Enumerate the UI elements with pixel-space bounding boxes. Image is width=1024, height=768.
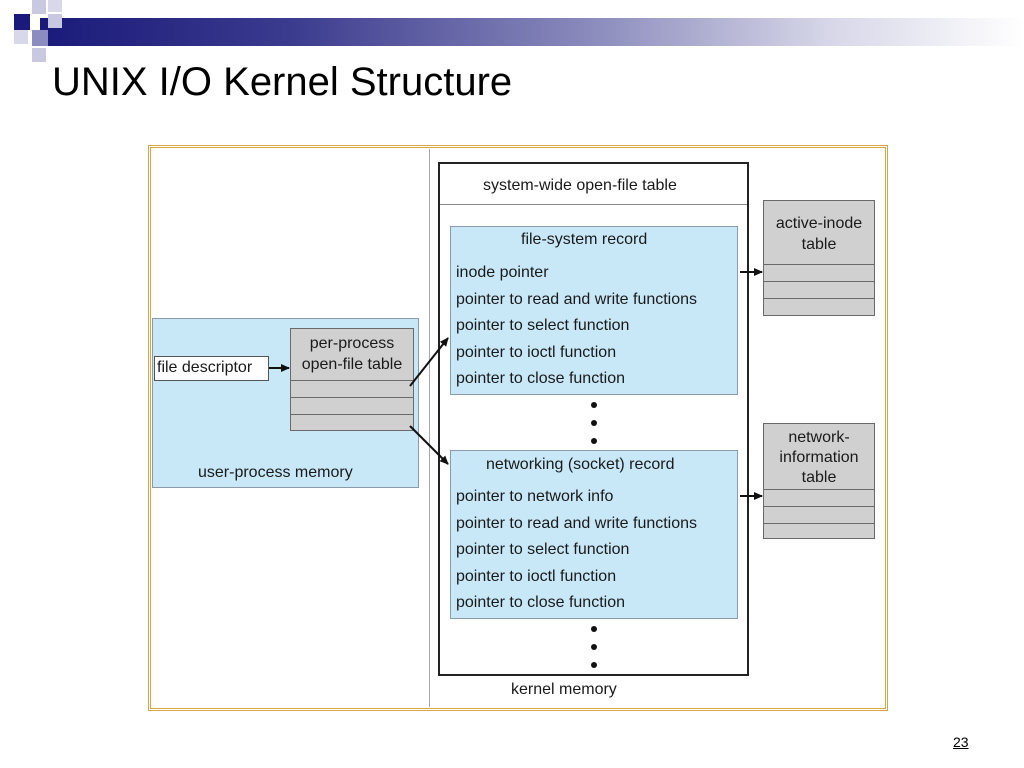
table-row-divider — [291, 397, 413, 398]
per-process-table-label-line1: per-process — [309, 335, 395, 352]
table-row-divider — [764, 298, 874, 299]
page-number-link[interactable]: 23 — [953, 734, 969, 750]
system-wide-open-file-table-label: system-wide open-file table — [483, 177, 677, 194]
net-record-item: pointer to ioctl function — [456, 568, 617, 585]
net-record-item: pointer to network info — [456, 488, 614, 505]
table-row-divider — [291, 380, 413, 381]
network-info-label-line3: table — [801, 469, 837, 486]
fs-record-item: pointer to select function — [456, 317, 630, 334]
network-info-label-line1: network- — [788, 429, 850, 446]
networking-socket-record: networking (socket) record pointer to ne… — [450, 450, 738, 619]
active-inode-label-line2: table — [801, 236, 837, 253]
ellipsis-dot — [591, 662, 597, 668]
kernel-header-divider — [440, 204, 747, 205]
per-process-open-file-table: per-process open-file table — [290, 328, 414, 431]
network-information-table: network- information table — [763, 423, 875, 539]
networking-record-title: networking (socket) record — [486, 456, 675, 473]
table-row-divider — [764, 489, 874, 490]
net-record-item: pointer to close function — [456, 594, 625, 611]
table-row-divider — [291, 414, 413, 415]
fs-record-item: pointer to read and write functions — [456, 291, 698, 308]
ellipsis-dot — [591, 644, 597, 650]
title-gradient-bar — [40, 18, 1024, 46]
ellipsis-dot — [591, 438, 597, 444]
memory-divider — [429, 149, 430, 707]
file-system-record: file-system record inode pointer pointer… — [450, 226, 738, 395]
network-info-label-line2: information — [779, 449, 859, 466]
fs-record-item: inode pointer — [456, 264, 549, 281]
active-inode-label-line1: active-inode — [775, 215, 863, 232]
ellipsis-dot — [591, 626, 597, 632]
kernel-memory-label: kernel memory — [511, 681, 617, 698]
fs-record-item: pointer to ioctl function — [456, 344, 617, 361]
user-process-memory-label: user-process memory — [198, 464, 353, 481]
table-row-divider — [764, 281, 874, 282]
table-row-divider — [764, 264, 874, 265]
active-inode-table: active-inode table — [763, 200, 875, 316]
ellipsis-dot — [591, 420, 597, 426]
table-row-divider — [764, 506, 874, 507]
file-descriptor-label: file descriptor — [157, 359, 253, 376]
file-descriptor-box: file descriptor — [154, 356, 269, 381]
net-record-item: pointer to select function — [456, 541, 630, 558]
net-record-item: pointer to read and write functions — [456, 515, 698, 532]
per-process-table-label-line2: open-file table — [301, 356, 403, 373]
fs-record-item: pointer to close function — [456, 370, 625, 387]
slide-title: UNIX I/O Kernel Structure — [52, 60, 513, 104]
corner-decoration — [0, 0, 80, 70]
table-row-divider — [764, 523, 874, 524]
file-system-record-title: file-system record — [521, 231, 648, 248]
ellipsis-dot — [591, 402, 597, 408]
